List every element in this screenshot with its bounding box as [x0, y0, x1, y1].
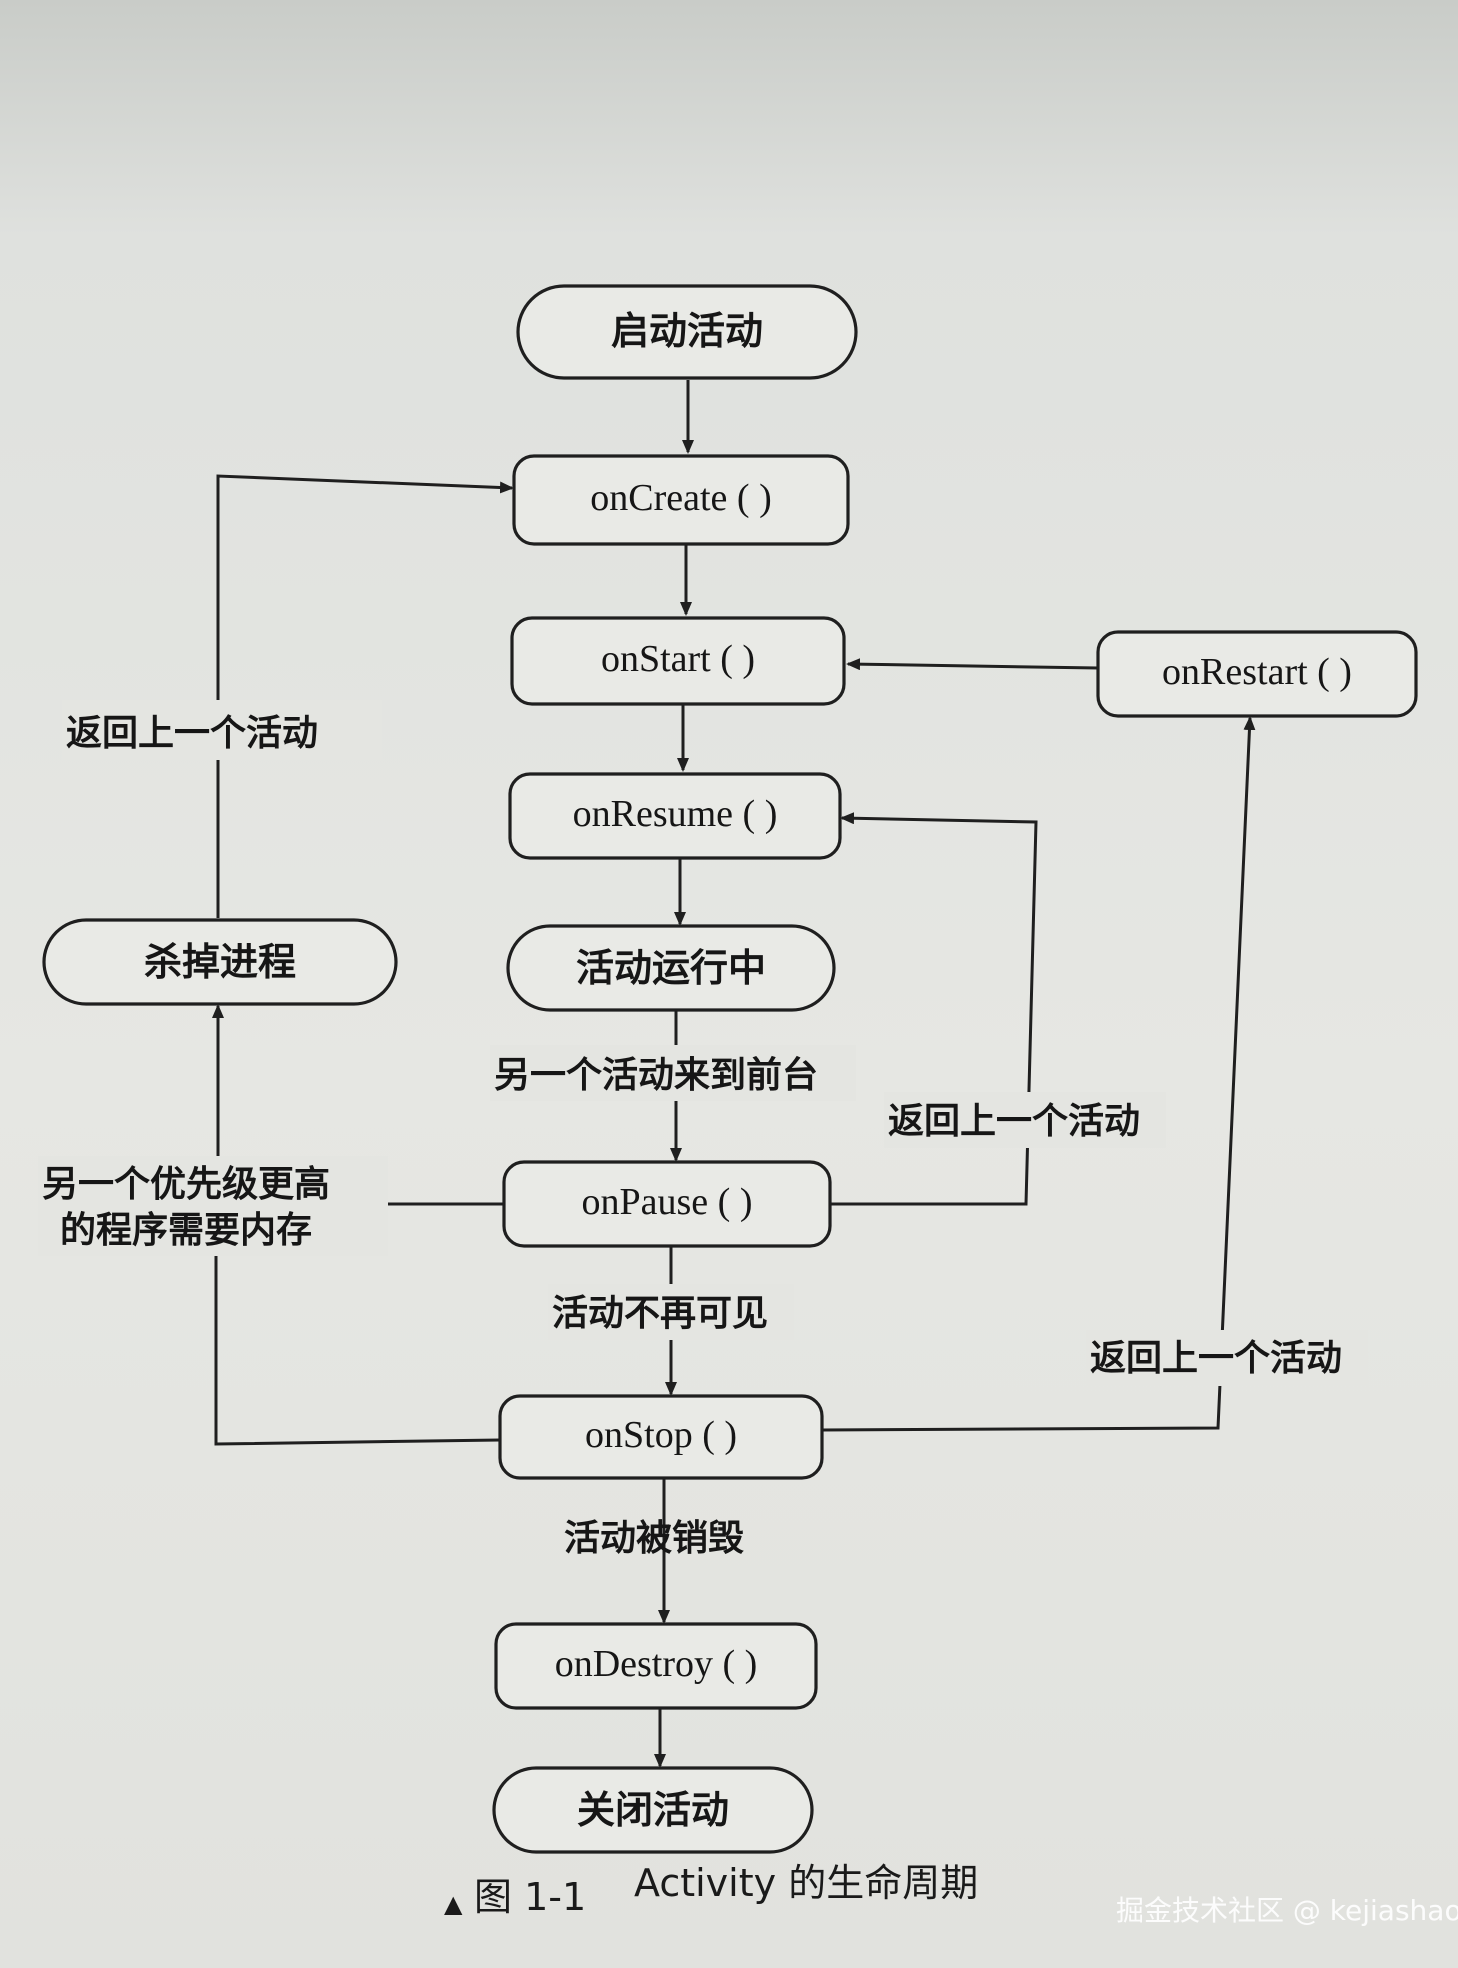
- label-destroyed: 活动被销毁: [564, 1518, 744, 1559]
- edge-onstop-to-kill: [214, 1210, 501, 1446]
- node-oncreate: onCreate ( ): [512, 454, 850, 546]
- svg-text:onCreate ( ): onCreate ( ): [590, 477, 771, 519]
- svg-text:onPause ( ): onPause ( ): [582, 1181, 753, 1223]
- node-close-activity: 关闭活动: [492, 1766, 814, 1854]
- node-onstart: onStart ( ): [510, 616, 846, 706]
- label-return-prev-left: 返回上一个活动: [66, 713, 318, 754]
- edge-kill-to-oncreate: [216, 474, 514, 918]
- node-onstop: onStop ( ): [498, 1394, 824, 1480]
- edge-onpause-to-onresume: [830, 812, 1038, 1206]
- svg-text:杀掉进程: 杀掉进程: [144, 940, 296, 984]
- node-onrestart: onRestart ( ): [1096, 630, 1418, 718]
- label-no-longer-visible: 活动不再可见: [552, 1293, 768, 1334]
- caption-number: 图 1-1: [474, 1875, 586, 1919]
- caption-title: Activity 的生命周期: [634, 1861, 978, 1905]
- watermark: 掘金技术社区 @ kejiashao: [1116, 1894, 1458, 1927]
- label-return-prev-mid: 返回上一个活动: [888, 1101, 1140, 1142]
- label-higher-priority-line1: 另一个优先级更高: [42, 1164, 330, 1205]
- node-ondestroy: onDestroy ( ): [494, 1622, 818, 1710]
- edge-onrestart-to-onstart: [846, 658, 1099, 671]
- node-kill-process: 杀掉进程: [42, 918, 398, 1006]
- node-activity-running: 活动运行中: [506, 924, 836, 1012]
- label-higher-priority-line2: 的程序需要内存: [60, 1210, 312, 1251]
- node-onresume: onResume ( ): [508, 772, 842, 860]
- label-return-prev-right: 返回上一个活动: [1090, 1338, 1342, 1379]
- figure-caption: ▲ 图 1-1 Activity 的生命周期: [444, 1861, 978, 1919]
- edges: [212, 380, 1256, 1768]
- svg-text:onDestroy ( ): onDestroy ( ): [555, 1643, 758, 1685]
- caption-marker: ▲: [444, 1890, 463, 1918]
- edge-onstop-to-onrestart: [821, 716, 1256, 1432]
- nodes: 启动活动 onCreate ( ) onStart ( ) onResume (…: [42, 284, 1418, 1854]
- node-start-activity: 启动活动: [516, 284, 858, 380]
- svg-text:onRestart ( ): onRestart ( ): [1162, 651, 1352, 693]
- svg-text:活动运行中: 活动运行中: [576, 946, 766, 990]
- svg-text:onResume ( ): onResume ( ): [573, 793, 778, 835]
- svg-text:onStart ( ): onStart ( ): [601, 638, 755, 680]
- svg-text:onStop ( ): onStop ( ): [585, 1414, 737, 1456]
- node-onpause: onPause ( ): [502, 1160, 832, 1248]
- svg-text:关闭活动: 关闭活动: [577, 1788, 729, 1832]
- label-another-to-front: 另一个活动来到前台: [494, 1055, 818, 1096]
- svg-text:启动活动: 启动活动: [611, 309, 763, 353]
- edge-labels: 返回上一个活动 另一个活动来到前台 返回上一个活动 另一个优先级更高 的程序需要…: [38, 700, 1368, 1559]
